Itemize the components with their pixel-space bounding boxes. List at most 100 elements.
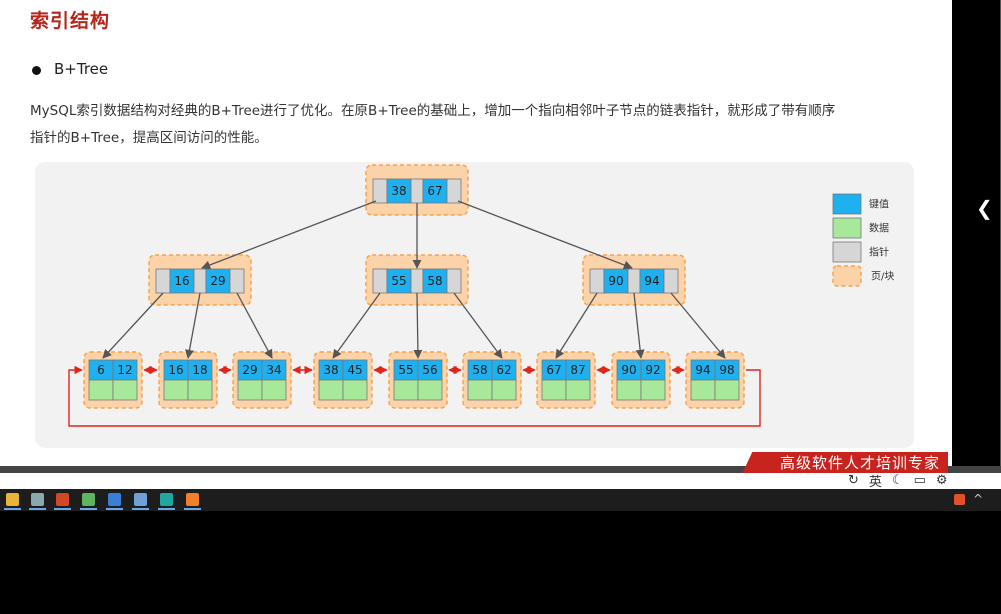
- taskbar: [0, 489, 1001, 511]
- key-label: 58: [427, 274, 442, 288]
- data-cell: [342, 379, 368, 401]
- key-cell: [205, 268, 231, 294]
- key-label: 55: [398, 363, 413, 377]
- taskbar-active-indicator: [4, 508, 21, 510]
- pointer-cell: [372, 178, 388, 204]
- progress-track: [0, 466, 1001, 473]
- pointer-cell: [193, 268, 207, 294]
- legend-swatch-page: [832, 265, 862, 287]
- taskbar-active-indicator: [184, 508, 201, 510]
- pointer-cell: [229, 268, 245, 294]
- data-cell: [163, 379, 189, 401]
- powerpoint-icon[interactable]: [56, 493, 69, 506]
- legend-swatch-key: [832, 193, 862, 215]
- key-label: 67: [546, 363, 561, 377]
- key-label: 12: [117, 363, 132, 377]
- pointer-arrow: [413, 292, 423, 359]
- ide-icon[interactable]: [160, 493, 173, 506]
- pointer-arrow: [332, 292, 381, 359]
- taskbar-active-indicator: [29, 508, 46, 510]
- paragraph-line-1: MySQL索引数据结构对经典的B+Tree进行了优化。在原B+Tree的基础上，…: [30, 103, 836, 119]
- pointer-cell: [663, 268, 679, 294]
- pointer-arrow: [453, 292, 503, 359]
- key-label: 29: [210, 274, 225, 288]
- pointer-arrow: [555, 292, 598, 359]
- legend-swatch-data: [832, 217, 862, 239]
- data-cell: [640, 379, 666, 401]
- pointer-cell: [446, 178, 462, 204]
- description-paragraph: MySQL索引数据结构对经典的B+Tree进行了优化。在原B+Tree的基础上，…: [30, 98, 910, 152]
- monitor-icon[interactable]: [134, 493, 147, 506]
- pointer-arrow: [201, 200, 377, 270]
- legend-label-pointer: 指针: [869, 246, 889, 259]
- pointer-cell: [589, 268, 605, 294]
- tray-app-icon[interactable]: [954, 493, 965, 505]
- slide: 索引结构 B+Tree MySQL索引数据结构对经典的B+Tree进行了优化。在…: [0, 0, 952, 470]
- slide-title: 索引结构: [30, 10, 111, 32]
- key-label: 6: [97, 363, 105, 377]
- data-cell: [318, 379, 344, 401]
- key-label: 58: [472, 363, 487, 377]
- legend-label-page: 页/块: [871, 271, 894, 283]
- key-label: 38: [391, 184, 406, 198]
- key-label: 18: [192, 363, 207, 377]
- moon-icon[interactable]: ☾: [891, 472, 904, 488]
- pointer-arrow: [102, 292, 164, 359]
- player-controls: ↻ 英 ☾ ▭ ⚙: [848, 471, 948, 490]
- key-label: 38: [323, 363, 338, 377]
- bullet-dot: [32, 66, 41, 75]
- banner: [742, 452, 948, 474]
- ime-language-label[interactable]: 英: [868, 474, 882, 490]
- data-cell: [261, 379, 287, 401]
- data-cell: [690, 379, 716, 401]
- key-label: 62: [496, 363, 511, 377]
- data-cell: [491, 379, 517, 401]
- key-label: 92: [645, 363, 660, 377]
- chevron-up-icon[interactable]: ^: [973, 492, 984, 506]
- data-cell: [88, 379, 114, 401]
- key-label: 94: [695, 363, 710, 377]
- window-icon[interactable]: [108, 493, 121, 506]
- chrome-icon[interactable]: [6, 493, 19, 506]
- data-cell: [237, 379, 263, 401]
- key-cell: [422, 268, 448, 294]
- banner-text: 高级软件人才培训专家: [780, 454, 941, 472]
- system-tray: ^: [954, 492, 983, 506]
- key-cell: [639, 268, 665, 294]
- data-cell: [112, 379, 138, 401]
- gear-icon[interactable]: ⚙: [935, 472, 948, 488]
- key-label: 87: [570, 363, 585, 377]
- key-label: 55: [391, 274, 406, 288]
- pointer-cell: [410, 178, 424, 204]
- key-label: 16: [174, 274, 189, 288]
- pointer-cell: [446, 268, 462, 294]
- taskbar-active-indicator: [132, 508, 149, 510]
- pointer-arrow: [670, 292, 726, 359]
- recorder-icon[interactable]: [186, 493, 199, 506]
- data-cell: [467, 379, 493, 401]
- rotate-icon[interactable]: ↻: [848, 472, 859, 488]
- pointer-cell: [410, 268, 424, 294]
- data-cell: [541, 379, 567, 401]
- key-cell: [169, 268, 195, 294]
- taskbar-active-indicator: [80, 508, 97, 510]
- key-label: 34: [266, 363, 281, 377]
- pointer-cell: [155, 268, 171, 294]
- key-label: 45: [347, 363, 362, 377]
- key-cell: [386, 268, 412, 294]
- taskbar-active-indicator: [54, 508, 71, 510]
- key-label: 90: [608, 274, 623, 288]
- screen-icon[interactable]: ▭: [913, 472, 926, 488]
- pointer-arrow: [236, 292, 273, 359]
- right-side-panel: [952, 0, 1001, 470]
- key-cell: [386, 178, 412, 204]
- app-icon[interactable]: [31, 493, 44, 506]
- chevron-left-icon[interactable]: ❮: [976, 196, 993, 220]
- data-cell: [393, 379, 419, 401]
- notepad-icon[interactable]: [82, 493, 95, 506]
- taskbar-active-indicator: [158, 508, 175, 510]
- key-label: 29: [242, 363, 257, 377]
- data-cell: [616, 379, 642, 401]
